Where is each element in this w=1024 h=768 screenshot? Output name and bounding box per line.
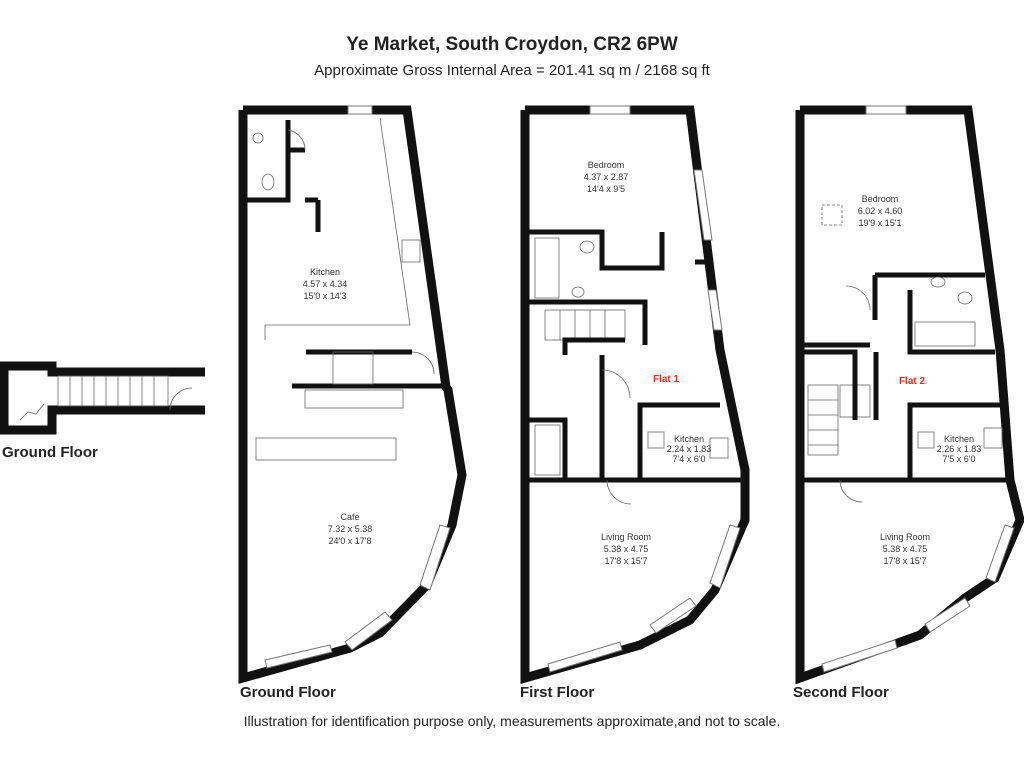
first-kitchen-wall (637, 402, 720, 480)
first-window-bay (709, 524, 741, 589)
second-skylight (821, 204, 843, 226)
kitchen-1-metric: 2.24 x 1.83 (667, 444, 712, 454)
ground-window-left (264, 644, 333, 669)
annex-stairs (19, 375, 169, 421)
living-2-imperial: 17'8 x 15'7 (884, 556, 927, 566)
living-1-metric: 5.38 x 4.75 (604, 544, 649, 554)
second-toilet (957, 291, 973, 305)
first-floor-label: First Floor (520, 684, 595, 701)
living-2-name: Living Room (880, 532, 930, 542)
cafe-metric: 7.32 x 5.38 (328, 524, 373, 534)
kitchen-1-name: Kitchen (674, 434, 704, 444)
second-window-left (821, 639, 898, 673)
bedroom-1-name: Bedroom (588, 160, 625, 170)
ground-window-bay (419, 524, 451, 591)
first-sink (709, 437, 729, 459)
ground-counter (304, 389, 404, 409)
page-subtitle: Approximate Gross Internal Area = 201.41… (314, 62, 710, 79)
ground-stair-void (332, 351, 374, 385)
first-outer-walls (520, 105, 750, 684)
cafe-imperial: 24'0 x 17'8 (329, 536, 372, 546)
bedroom-2-name: Bedroom (862, 194, 899, 204)
first-hob (647, 431, 665, 449)
bedroom-1-metric: 4.37 x 2.87 (584, 172, 629, 182)
living-1-name: Living Room (601, 532, 651, 542)
kitchen-g-metric: 4.57 x 4.34 (303, 279, 348, 289)
second-sink (983, 427, 1003, 449)
ground-wc-door (287, 129, 306, 151)
ground-outer-walls (238, 105, 467, 684)
second-stairs (807, 384, 871, 456)
disclaimer: Illustration for identification purpose … (243, 713, 781, 729)
ground-toilet (261, 173, 275, 191)
ground-floor-label: Ground Floor (240, 684, 336, 701)
kitchen-1-imperial: 7'4 x 6'0 (673, 454, 706, 464)
first-bedroom-wall (525, 229, 665, 271)
annex-door-swing (169, 387, 193, 411)
second-hob (917, 431, 935, 449)
second-living-door (839, 479, 863, 503)
second-hall-wall (800, 349, 858, 420)
first-window-right-2 (707, 289, 723, 331)
second-floor-plan: Bedroom 6.02 x 4.60 19'9 x 15'1 Flat 2 K… (795, 105, 1024, 685)
second-floor-label: Second Floor (793, 684, 889, 701)
kitchen-2-name: Kitchen (944, 434, 974, 444)
second-bath-door (845, 285, 871, 311)
first-bath-wall (525, 299, 648, 345)
ground-window-front (344, 611, 393, 651)
first-window-front (649, 597, 697, 634)
annex-floor-label: Ground Floor (2, 444, 98, 461)
first-living-door (606, 479, 632, 505)
kitchen-2-imperial: 7'5 x 6'0 (943, 454, 976, 464)
first-basin (571, 286, 585, 298)
bedroom-1-imperial: 14'4 x 9'5 (587, 184, 625, 194)
ground-window-top (347, 105, 373, 115)
ground-door-swing (411, 351, 435, 375)
first-floor-plan: Bedroom 4.37 x 2.87 14'4 x 9'5 Flat 1 Ki… (520, 105, 750, 684)
first-stair-wall (562, 337, 625, 355)
kitchen-g-name: Kitchen (310, 267, 340, 277)
bedroom-2-metric: 6.02 x 4.60 (858, 206, 903, 216)
first-store-wall (525, 417, 568, 480)
ground-wc-wall (243, 120, 291, 203)
bedroom-2-imperial: 19'9 x 15'1 (859, 218, 902, 228)
flat-2-label: Flat 2 (899, 376, 926, 387)
ground-kitchen-counter (264, 117, 411, 340)
second-basin (930, 276, 946, 288)
kitchen-g-imperial: 15'0 x 14'3 (304, 291, 347, 301)
ground-hob (401, 239, 421, 263)
first-stairs (544, 309, 626, 341)
living-2-metric: 5.38 x 4.75 (883, 544, 928, 554)
second-outer-walls (795, 105, 1024, 685)
first-window-left (547, 641, 623, 673)
ground-floor-plan: Kitchen 4.57 x 4.34 15'0 x 14'3 Cafe 7.3… (238, 105, 467, 684)
first-toilet (579, 240, 595, 254)
annex-plan (0, 361, 205, 435)
ground-basin (252, 132, 264, 144)
flat-1-label: Flat 1 (653, 374, 680, 385)
first-window-right (693, 169, 713, 241)
second-bath (914, 321, 976, 347)
second-window-front (924, 597, 971, 633)
page-title: Ye Market, South Croydon, CR2 6PW (346, 34, 678, 55)
second-kitchen-wall (907, 402, 1000, 480)
second-window-bay (985, 524, 1015, 583)
cafe-name: Cafe (340, 512, 359, 522)
living-1-imperial: 17'8 x 15'7 (605, 556, 648, 566)
first-bath (534, 237, 560, 299)
first-hall-door (601, 369, 631, 399)
first-store-stairs (534, 424, 561, 476)
first-window-top (589, 105, 631, 115)
kitchen-2-metric: 2.26 x 1.83 (937, 444, 982, 454)
second-bath-wall (907, 290, 995, 355)
ground-cafe-counter (255, 437, 397, 461)
second-window-top (865, 105, 907, 115)
